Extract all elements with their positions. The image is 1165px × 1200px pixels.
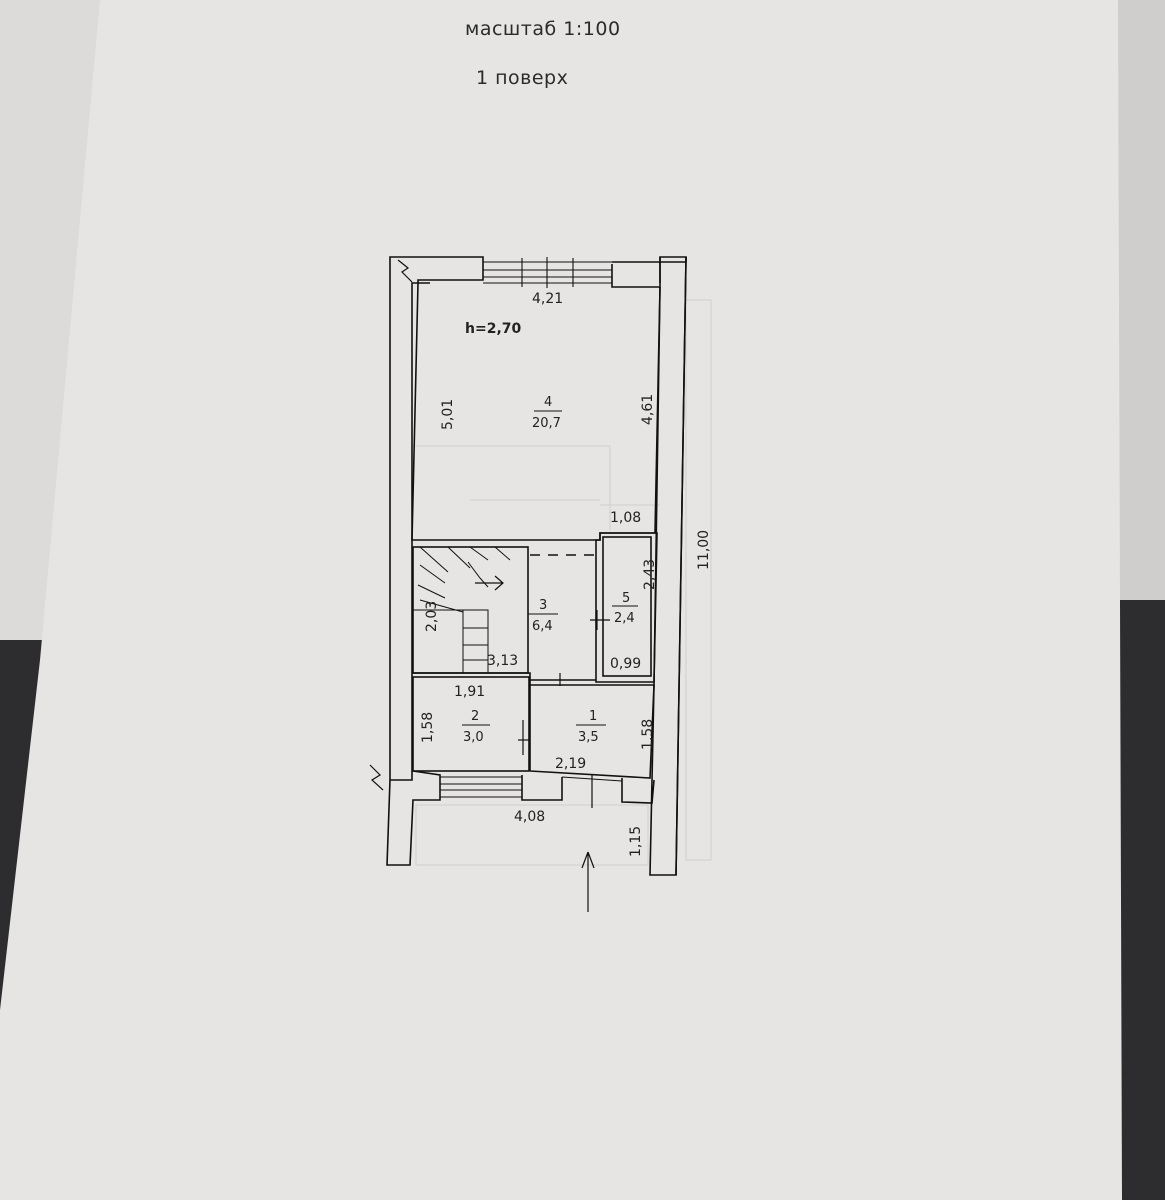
- break-symbol-top: [397, 259, 413, 283]
- wall-bottom-right: [621, 778, 655, 804]
- wall-mid: [413, 672, 596, 681]
- wall-left-lower: [386, 770, 441, 866]
- dim-porch-height: 1,15: [628, 826, 644, 857]
- dim-room2-width: 1,91: [454, 684, 485, 700]
- window-bottom: [440, 776, 522, 798]
- room1-outline: [529, 680, 655, 779]
- dim-1-08: 1,08: [610, 510, 641, 526]
- stair-arrow: [475, 575, 504, 591]
- dim-right-height: 4,61: [640, 394, 656, 425]
- ghost-lines: [415, 299, 712, 866]
- room2-outline: [412, 676, 530, 772]
- room4-area: 20,7: [532, 416, 561, 431]
- scale-label: масштаб 1:100: [465, 18, 621, 40]
- room1-area: 3,5: [578, 730, 599, 745]
- room2-number: 2: [471, 709, 479, 724]
- window-top: [483, 257, 612, 288]
- room4-number: 4: [544, 395, 552, 410]
- dim-room1-height: 1,58: [640, 719, 656, 750]
- room5-number: 5: [622, 591, 630, 606]
- dim-closet-width: 0,99: [610, 656, 641, 672]
- dim-overall-height: 11,00: [696, 530, 712, 570]
- dim-room2-height: 1,58: [420, 712, 436, 743]
- break-symbol-bottom: [369, 764, 384, 791]
- floor-label: 1 поверх: [476, 67, 569, 89]
- room3-area: 6,4: [532, 619, 553, 634]
- room1-number: 1: [589, 709, 597, 724]
- dim-bottom-width: 4,08: [514, 809, 545, 825]
- dim-left-height: 5,01: [440, 399, 456, 430]
- wall-top-right: [611, 256, 687, 288]
- dim-closet-height: 2,43: [642, 559, 658, 590]
- dim-stair-width: 3,13: [487, 653, 518, 669]
- entry-arrow: [581, 851, 595, 912]
- fraction-bars: [462, 410, 638, 726]
- closet-outline: [595, 532, 658, 683]
- room3-number: 3: [539, 598, 547, 613]
- ceiling-height: h=2,70: [465, 321, 521, 337]
- dim-stair-height: 2,03: [424, 601, 440, 632]
- wall-bottom-mid: [521, 775, 563, 801]
- stair-lines: [413, 546, 511, 673]
- dim-top-width: 4,21: [532, 291, 563, 307]
- dim-room1-width: 2,19: [555, 756, 586, 772]
- room2-area: 3,0: [463, 730, 484, 745]
- room5-area: 2,4: [614, 611, 635, 626]
